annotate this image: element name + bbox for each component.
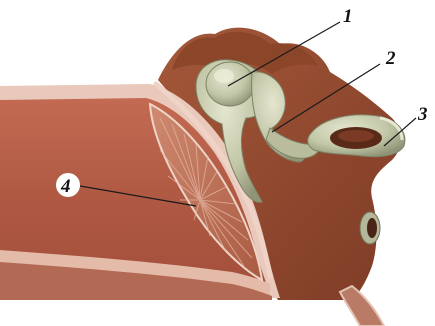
callout-1: 1 — [343, 6, 353, 27]
malleus-head — [206, 62, 254, 106]
callout-4: 4 — [60, 176, 71, 197]
oval-window-inner — [367, 218, 377, 238]
callout-2: 2 — [385, 48, 396, 69]
callout-3: 3 — [417, 104, 428, 125]
malleus-highlight — [214, 69, 234, 83]
eustachian-tube — [340, 286, 384, 326]
